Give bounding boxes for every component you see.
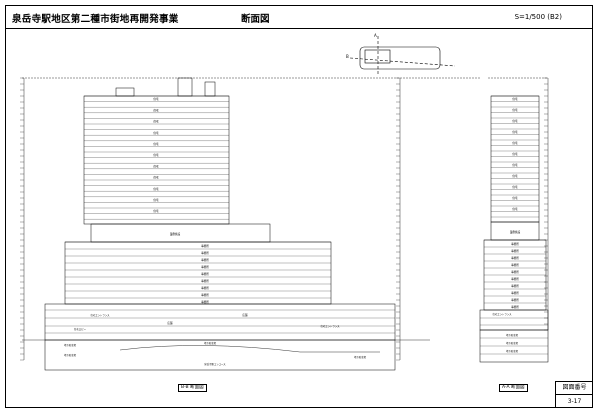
transfer-floor (90, 223, 271, 243)
floor-label-entrance: 住宅エントランス (90, 313, 110, 317)
floor-label-entrance: 住宅エントランス (320, 324, 340, 328)
floor-label-office: 事務所 (511, 284, 519, 288)
low-floors-a (479, 309, 549, 331)
floor-label-station: 泉岳寺駅コンコース (204, 362, 226, 366)
floor-label-parking: 地下駐車場 (506, 341, 519, 345)
rooftop-structure (115, 87, 135, 97)
keyplan-mark-b: B (346, 54, 349, 59)
floor-label-parking: 地下駐車場 (354, 355, 367, 359)
floor-label-office: 事務所 (201, 293, 209, 297)
floor-label-tower: 住宅 (512, 207, 518, 211)
scale-label: S=1/500 (B2) (514, 13, 562, 21)
floor-label-office: 事務所 (511, 277, 519, 281)
floor-label-tower: 住宅 (512, 174, 518, 178)
drawing-number: 3-17 (567, 398, 582, 405)
floor-label-tower: 住宅 (512, 185, 518, 189)
floor-label-office: 事務所 (511, 249, 519, 253)
floor-label-tower: 住宅 (512, 163, 518, 167)
floor-label-office: 事務所 (511, 305, 519, 309)
floor-label-tower: 住宅 (153, 153, 159, 157)
floor-label-office: 事務所 (511, 291, 519, 295)
floor-label-tower: 住宅 (153, 120, 159, 124)
floor-label-tower: 住宅 (512, 141, 518, 145)
floor-label-hall: 業務施設 (510, 230, 521, 234)
caption-a-a: A-A 断面図 (499, 384, 528, 392)
floor-label-parking: 地下駐車場 (204, 341, 217, 345)
low-floors (44, 303, 396, 341)
floor-label-tower: 住宅 (512, 152, 518, 156)
floor-label-office: 事務所 (511, 298, 519, 302)
caption-b-b: B-B 断面図 (178, 384, 207, 392)
basement (44, 339, 396, 371)
key-plan (349, 36, 456, 76)
floor-label-tower: 住宅 (153, 131, 159, 135)
tower-volume-a (490, 95, 540, 223)
level-scale-middle (396, 77, 401, 361)
floor-label-office: 事務所 (201, 244, 209, 248)
floor-label-tower: 住宅 (512, 119, 518, 123)
floor-label-office: 事務所 (201, 286, 209, 290)
floor-label-hall: 業務施設 (170, 232, 181, 236)
floor-label-tower: 住宅 (153, 108, 159, 112)
floor-label-office: 事務所 (511, 270, 519, 274)
rooftop-structure (177, 77, 193, 97)
floor-label-office: 事務所 (201, 279, 209, 283)
floor-label-tower: 住宅 (153, 97, 159, 101)
floor-label-tower: 住宅 (512, 97, 518, 101)
floor-label-tower: 住宅 (153, 176, 159, 180)
floor-label-tower: 住宅 (153, 142, 159, 146)
keyplan-mark-a: A (374, 33, 377, 38)
floor-label-tower: 住宅 (512, 130, 518, 134)
floor-label-tower: 住宅 (153, 209, 159, 213)
floor-label-parking: 地下駐車場 (64, 343, 77, 347)
project-title: 泉岳寺駅地区第二種市街地再開発事業 (12, 14, 179, 25)
drawing-title: 断面図 (241, 14, 270, 25)
floor-label-tower: 住宅 (512, 196, 518, 200)
level-scale-left (20, 77, 25, 361)
floor-label-office: 事務所 (201, 300, 209, 304)
podium-volume (64, 241, 332, 305)
floor-label-office: 事務所 (511, 242, 519, 246)
drawing-sheet: 泉岳寺駅地区第二種市街地再開発事業 断面図 S=1/500 (B2) (5, 5, 593, 408)
section-b-b: 住宅住宅住宅住宅住宅住宅住宅住宅住宅住宅住宅業務施設事務所事務所事務所事務所事務… (22, 77, 430, 371)
floor-label-office: 事務所 (201, 265, 209, 269)
floor-label-office: 事務所 (201, 251, 209, 255)
floor-label-tower: 住宅 (153, 198, 159, 202)
level-scale-right (544, 77, 549, 331)
floor-label-office: 事務所 (511, 263, 519, 267)
floor-label-parking: 地下駐車場 (506, 333, 519, 337)
title-block: 図面番号 3-17 (555, 381, 593, 408)
section-a-a: 住宅住宅住宅住宅住宅住宅住宅住宅住宅住宅住宅業務施設事務所事務所事務所事務所事務… (479, 95, 549, 363)
floor-label-parking: 地下駐車場 (506, 349, 519, 353)
floor-label-lobby: 住宅ロビー (74, 327, 87, 331)
tower-volume (83, 95, 230, 225)
drawing-number-label: 図面番号 (556, 382, 593, 395)
floor-label-shop: 店舗 (242, 313, 248, 317)
floor-label-tower: 住宅 (153, 187, 159, 191)
rooftop-structure (204, 81, 216, 97)
floor-label-shop: 店舗 (167, 321, 173, 325)
floor-label-office: 事務所 (511, 256, 519, 260)
ramp (119, 345, 380, 353)
floor-label-entrance: 住宅エントランス (492, 312, 512, 316)
header: 泉岳寺駅地区第二種市街地再開発事業 断面図 S=1/500 (B2) (6, 6, 592, 29)
floor-label-office: 事務所 (201, 258, 209, 262)
floor-label-parking: 地下駐車場 (64, 353, 77, 357)
floor-label-tower: 住宅 (512, 108, 518, 112)
floor-label-office: 事務所 (201, 272, 209, 276)
floor-label-tower: 住宅 (153, 164, 159, 168)
